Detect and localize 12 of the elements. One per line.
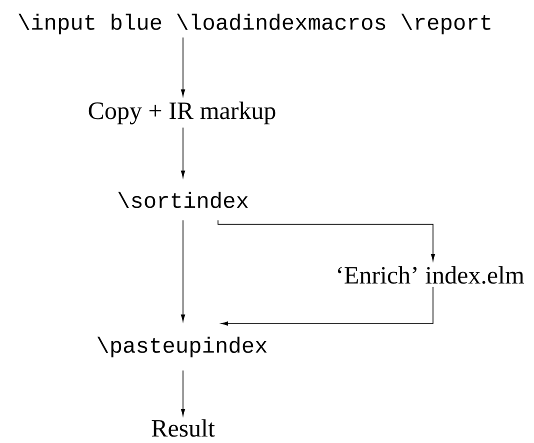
arrow	[180, 370, 186, 416]
arrow	[180, 37, 186, 96]
step-label: Result	[152, 419, 215, 437]
step-label: \input blue \loadindexmacros \report	[18, 14, 490, 34]
arrow	[221, 286, 434, 326]
arrow	[180, 127, 186, 178]
step-label: ‘Enrich’ index.elm	[338, 266, 524, 284]
step-label: \pasteupindex	[97, 336, 267, 358]
arrow	[180, 220, 186, 322]
step-label: Copy + IR markup	[88, 102, 276, 124]
arrow	[218, 220, 436, 261]
step-label: \sortindex	[118, 192, 248, 208]
